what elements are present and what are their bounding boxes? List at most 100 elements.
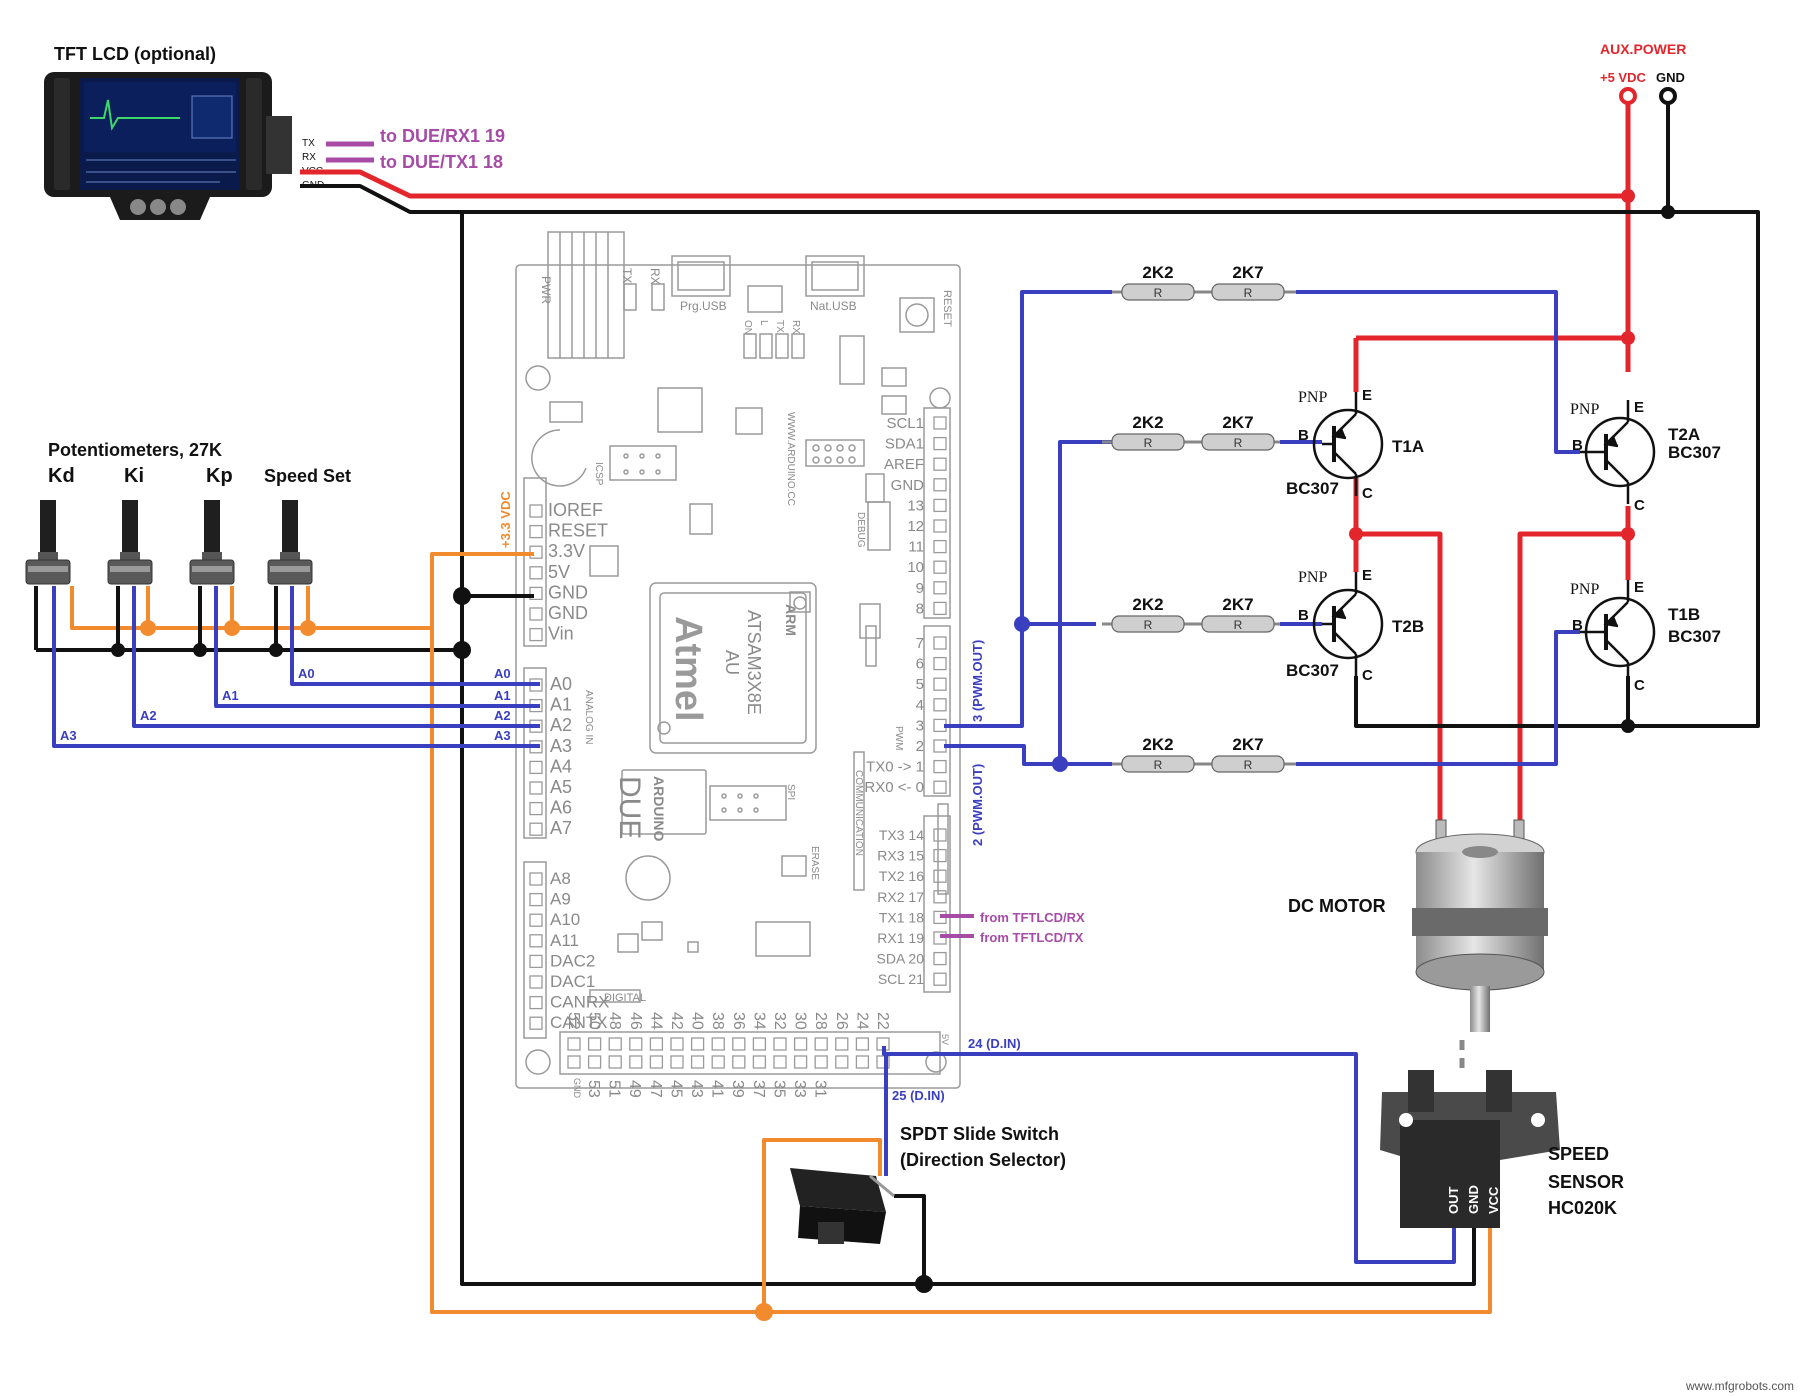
digital-pwm-pin-label: 2 bbox=[916, 738, 924, 755]
aux-vdc-label: +5 VDC bbox=[1600, 70, 1646, 85]
header-bottom-pin-square bbox=[567, 1055, 581, 1069]
resistor-mark: R bbox=[1154, 758, 1163, 772]
resistor-value-r1: 2K2 bbox=[1132, 413, 1163, 432]
digital-pwm-pin-label: TX0 -> 1 bbox=[866, 759, 924, 776]
wire-red-mid-right-h bbox=[1517, 531, 1628, 824]
header-top-pin-square bbox=[629, 1037, 643, 1051]
wire-blue-pwm2 bbox=[944, 442, 1112, 766]
header-top-pin-label: 28 bbox=[812, 1012, 829, 1030]
wire-label-a0-right: A0 bbox=[494, 666, 511, 681]
analog2-pin-label: A10 bbox=[550, 910, 580, 929]
board-tx-label: TX bbox=[620, 268, 634, 283]
header-top-pin-square bbox=[773, 1037, 787, 1051]
t1a-b: B bbox=[1298, 427, 1309, 444]
t1a-c: C bbox=[1362, 485, 1373, 502]
digital-top-pin-label: SCL1 bbox=[886, 415, 924, 432]
power-pin-label: GND bbox=[548, 603, 588, 623]
digital-top-pin-label: GND bbox=[891, 477, 925, 494]
header-bottom-pin-label: 51 bbox=[606, 1080, 623, 1098]
header-top-pin-label: 24 bbox=[853, 1012, 870, 1030]
header-bottom-pin-square bbox=[752, 1055, 767, 1069]
board-on-label: ON bbox=[742, 320, 753, 335]
analog-pin-label: A5 bbox=[550, 777, 572, 797]
logo-due: DUE bbox=[613, 776, 646, 839]
digital-top-pin-label: SDA1 bbox=[885, 436, 924, 453]
digital-top-pin-square bbox=[933, 519, 947, 533]
resistor-value-r2: 2K7 bbox=[1222, 595, 1253, 614]
header-bottom-pin-square bbox=[711, 1055, 725, 1069]
header-top-pin-square bbox=[835, 1037, 849, 1051]
header-top-pin-label: 26 bbox=[833, 1012, 850, 1030]
board-icsp-label: ICSP bbox=[593, 462, 604, 486]
resistor-value-r1: 2K2 bbox=[1132, 595, 1163, 614]
board-pwm-label: PWM bbox=[893, 726, 904, 750]
header-bottom-pin-label: 31 bbox=[812, 1080, 829, 1098]
t2b-model: BC307 bbox=[1286, 661, 1339, 680]
resistor-value-r2: 2K7 bbox=[1222, 413, 1253, 432]
t1a-name: T1A bbox=[1392, 437, 1424, 456]
wire-label-din25: 25 (D.IN) bbox=[892, 1088, 945, 1103]
resistor-value-r1: 2K2 bbox=[1142, 263, 1173, 282]
resistor-value-r2: 2K7 bbox=[1232, 735, 1263, 754]
digital-pwm-pin-square bbox=[933, 656, 947, 671]
resistor-mark: R bbox=[1144, 618, 1153, 632]
t2a-e: E bbox=[1634, 399, 1644, 416]
analog-pin-label: A3 bbox=[550, 736, 572, 756]
analog2-pin-square bbox=[529, 913, 543, 927]
switch-line1: SPDT Slide Switch bbox=[900, 1124, 1059, 1144]
board-gnd-label: GND bbox=[572, 1078, 582, 1099]
digital-pwm-pin-label: 5 bbox=[916, 676, 924, 693]
resistor-value-r2: 2K7 bbox=[1232, 263, 1263, 282]
analog-pin-label: A4 bbox=[550, 756, 572, 776]
digital-pwm-pin-label: 7 bbox=[916, 635, 924, 652]
sensor-pin-vcc: VCC bbox=[1486, 1186, 1501, 1214]
resistor-body bbox=[1211, 755, 1285, 773]
header-bottom-pin-label: 41 bbox=[709, 1080, 726, 1098]
analog-pin-square bbox=[529, 760, 543, 775]
aux-title: AUX.POWER bbox=[1600, 41, 1686, 57]
wire-orange-switch bbox=[762, 1138, 882, 1312]
header-bottom-pin-label: 53 bbox=[585, 1080, 602, 1098]
header-bottom-pin-square bbox=[732, 1055, 746, 1069]
aux-gnd-terminal bbox=[1659, 87, 1677, 105]
header-top-pin-label: 52 bbox=[565, 1012, 582, 1030]
pot-kd-body bbox=[25, 500, 71, 585]
tft-lcd-module: TFT LCD (optional) TX RX VCC GND to DUE/… bbox=[44, 44, 505, 220]
logo-arduino: ARDUINO bbox=[651, 776, 667, 841]
digital-comm-pin-label: SDA 20 bbox=[877, 951, 925, 967]
analog2-pin-square bbox=[529, 1016, 543, 1030]
chip-model: ATSAM3X8E bbox=[744, 610, 764, 715]
board-pwr-label: PWR bbox=[539, 276, 553, 304]
digital-pwm-pin-label: 4 bbox=[916, 697, 924, 714]
header-bottom-pin-square bbox=[649, 1055, 664, 1069]
digital-pwm-pin-square bbox=[933, 636, 947, 650]
header-top-pin-label: 46 bbox=[627, 1012, 644, 1030]
digital-top-pin-label: 10 bbox=[907, 559, 924, 576]
sensor-line1: SPEED bbox=[1548, 1144, 1609, 1164]
power-pin-square bbox=[529, 566, 543, 580]
digital-comm-pin-label: RX2 17 bbox=[877, 889, 924, 905]
wire-label-a2-left: A2 bbox=[140, 708, 157, 723]
wire-label-a0-left: A0 bbox=[298, 666, 315, 681]
pot-ki-label: Ki bbox=[124, 465, 144, 487]
pots-title: Potentiometers, 27K bbox=[48, 440, 222, 460]
analog2-pin-label: A11 bbox=[550, 931, 579, 950]
transistor-symbol bbox=[1312, 392, 1384, 496]
t2b-c: C bbox=[1362, 667, 1373, 684]
t2b-e: E bbox=[1362, 567, 1372, 584]
t1a-type: PNP bbox=[1298, 389, 1327, 406]
board-5v-label: 5V bbox=[940, 1034, 950, 1045]
digital-pwm-pin-square bbox=[933, 698, 947, 712]
power-pin-label: IOREF bbox=[548, 500, 603, 520]
wire-labels: A0 A1 A2 A3 A0 A1 A2 A3 +3.3 VDC 3 (PWM.… bbox=[60, 491, 1085, 1103]
digital-top-pin-label: 9 bbox=[916, 580, 924, 597]
digital-top-pin-square bbox=[933, 560, 947, 574]
digital-pwm-pin-label: 6 bbox=[916, 656, 924, 673]
analog-pin-square bbox=[529, 781, 543, 795]
board-url: WWW.ARDUINO.CC bbox=[785, 412, 796, 506]
digital-comm-pin-label: TX1 18 bbox=[879, 909, 924, 925]
wire-label-din24: 24 (D.IN) bbox=[968, 1036, 1021, 1051]
header-bottom-pin-label: 49 bbox=[626, 1080, 643, 1098]
board-reset-label: RESET bbox=[941, 290, 953, 327]
